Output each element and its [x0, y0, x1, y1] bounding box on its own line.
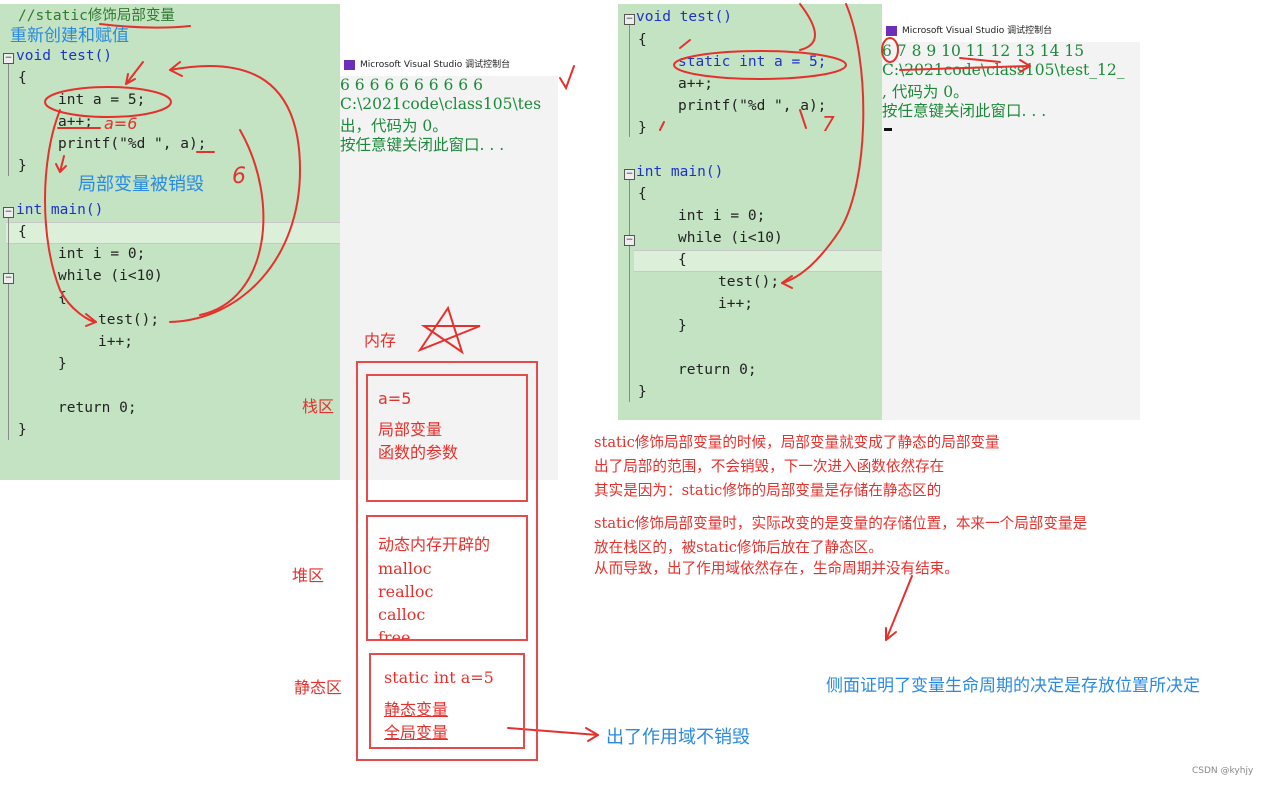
- watermark: CSDN @kyhjy: [1192, 766, 1254, 776]
- console-output-line: 按任意键关闭此窗口. . .: [882, 102, 1047, 120]
- stack-area-label: 栈区: [302, 397, 335, 416]
- code-printf: printf("%d ", a);: [58, 136, 207, 152]
- static-line: 全局变量: [384, 723, 449, 742]
- left-debug-console[interactable]: Microsoft Visual Studio 调试控制台 6 6 6 6 6 …: [340, 54, 558, 480]
- fold-toggle-icon[interactable]: −: [3, 53, 14, 64]
- code-test-call: test();: [718, 274, 780, 290]
- note-line: 放在栈区的，被static修饰后放在了静态区。: [594, 539, 883, 556]
- console-output-line: C:\2021code\class105\tes: [340, 95, 542, 113]
- console-output-line: 6 7 8 9 10 11 12 13 14 15: [882, 42, 1085, 60]
- fold-guide: [629, 25, 630, 137]
- fold-toggle-icon[interactable]: −: [624, 169, 635, 180]
- code-test-call: test();: [98, 312, 160, 328]
- right-code-editor[interactable]: − void test() { static int a = 5; a++; p…: [618, 4, 882, 420]
- left-code-editor[interactable]: //static修饰局部变量 − void test() { int a = 5…: [0, 4, 340, 480]
- code-while: while (i<10): [58, 268, 163, 284]
- code-return: return 0;: [58, 400, 137, 416]
- code-brace: {: [678, 252, 687, 268]
- note-line: 从而导致，出了作用域依然存在，生命周期并没有结束。: [594, 560, 959, 577]
- code-int-main: int main(): [16, 202, 104, 218]
- console-title: Microsoft Visual Studio 调试控制台: [902, 26, 1053, 36]
- annotation-conclusion: 侧面证明了变量生命周期的决定是存放位置所决定: [826, 676, 1200, 696]
- code-int-i: int i = 0;: [678, 208, 766, 224]
- code-brace: {: [638, 32, 647, 48]
- console-output-line: 按任意键关闭此窗口. . .: [340, 136, 505, 154]
- code-while: while (i<10): [678, 230, 783, 246]
- code-brace: {: [18, 70, 27, 86]
- code-i-increment: i++;: [98, 334, 133, 350]
- code-brace: }: [638, 384, 647, 400]
- fold-toggle-icon[interactable]: −: [624, 235, 635, 246]
- visual-studio-icon: [886, 26, 897, 36]
- console-output-line: 出，代码为 0。: [340, 117, 448, 135]
- fold-toggle-icon[interactable]: −: [3, 273, 14, 284]
- console-title-bar[interactable]: Microsoft Visual Studio 调试控制台: [340, 54, 558, 76]
- right-debug-console[interactable]: Microsoft Visual Studio 调试控制台 6 7 8 9 10…: [882, 20, 1140, 420]
- stack-line: a=5: [378, 389, 412, 408]
- annotation-a-eq-6: a=6: [104, 114, 138, 133]
- console-title: Microsoft Visual Studio 调试控制台: [360, 60, 511, 70]
- code-a-increment: a++;: [58, 114, 93, 130]
- code-brace: {: [18, 224, 27, 240]
- code-return: return 0;: [678, 362, 757, 378]
- stack-line: 函数的参数: [378, 443, 459, 462]
- code-void-test: void test(): [16, 48, 113, 64]
- note-line: static修饰局部变量的时候，局部变量就变成了静态的局部变量: [594, 434, 1000, 451]
- heap-box: [366, 515, 528, 641]
- annotation-local-destroyed: 局部变量被销毁: [78, 174, 204, 195]
- heap-line: malloc: [378, 559, 432, 578]
- memory-label: 内存: [364, 331, 397, 350]
- console-output-line: C:\2021code\class105\test_12_: [882, 61, 1125, 79]
- code-comment: //static修饰局部变量: [18, 8, 175, 24]
- heap-line: realloc: [378, 582, 434, 601]
- console-cursor: [884, 128, 892, 131]
- heap-line: calloc: [378, 605, 426, 624]
- static-line: 静态变量: [384, 700, 449, 719]
- current-line-highlight: [6, 222, 340, 244]
- code-brace: }: [638, 120, 647, 136]
- code-brace: }: [18, 422, 27, 438]
- annotation-seven: 7: [822, 112, 835, 136]
- code-int-a: int a = 5;: [58, 92, 146, 108]
- stack-box: [366, 374, 528, 502]
- fold-guide: [629, 180, 630, 402]
- code-static-int-a: static int a = 5;: [678, 54, 827, 70]
- note-line: 出了局部的范围，不会销毁，下一次进入函数依然存在: [594, 458, 945, 475]
- code-brace: {: [638, 186, 647, 202]
- note-line: static修饰局部变量时，实际改变的是变量的存储位置，本来一个局部变量是: [594, 515, 1088, 532]
- code-a-increment: a++;: [678, 76, 713, 92]
- code-i-increment: i++;: [718, 296, 753, 312]
- memory-outer-box: [356, 361, 538, 761]
- heap-area-label: 堆区: [292, 566, 325, 585]
- stack-line: 局部变量: [378, 420, 443, 439]
- code-brace: }: [18, 158, 27, 174]
- console-output-line: 6 6 6 6 6 6 6 6 6 6: [340, 76, 483, 94]
- console-output-line: , 代码为 0。: [882, 83, 969, 101]
- annotation-recreate: 重新创建和赋值: [10, 26, 129, 46]
- code-int-main: int main(): [636, 164, 724, 180]
- annotation-six: 6: [232, 164, 246, 189]
- note-line: 其实是因为：static修饰的局部变量是存储在静态区的: [594, 482, 942, 499]
- code-brace: }: [58, 356, 67, 372]
- code-printf: printf("%d ", a);: [678, 98, 827, 114]
- fold-guide: [8, 64, 9, 176]
- code-void-test: void test(): [636, 9, 733, 25]
- fold-toggle-icon[interactable]: −: [3, 207, 14, 218]
- static-box: [369, 653, 525, 749]
- console-title-bar[interactable]: Microsoft Visual Studio 调试控制台: [882, 20, 1140, 42]
- fold-guide: [8, 218, 9, 440]
- static-area-label: 静态区: [294, 678, 343, 697]
- static-line: static int a=5: [384, 668, 494, 687]
- code-brace: }: [678, 318, 687, 334]
- code-brace: {: [58, 290, 67, 306]
- fold-toggle-icon[interactable]: −: [624, 14, 635, 25]
- visual-studio-icon: [344, 60, 355, 70]
- code-int-i: int i = 0;: [58, 246, 146, 262]
- annotation-not-destroyed: 出了作用域不销毁: [606, 727, 750, 748]
- heap-line: 动态内存开辟的: [378, 535, 491, 554]
- heap-line: free: [378, 628, 411, 640]
